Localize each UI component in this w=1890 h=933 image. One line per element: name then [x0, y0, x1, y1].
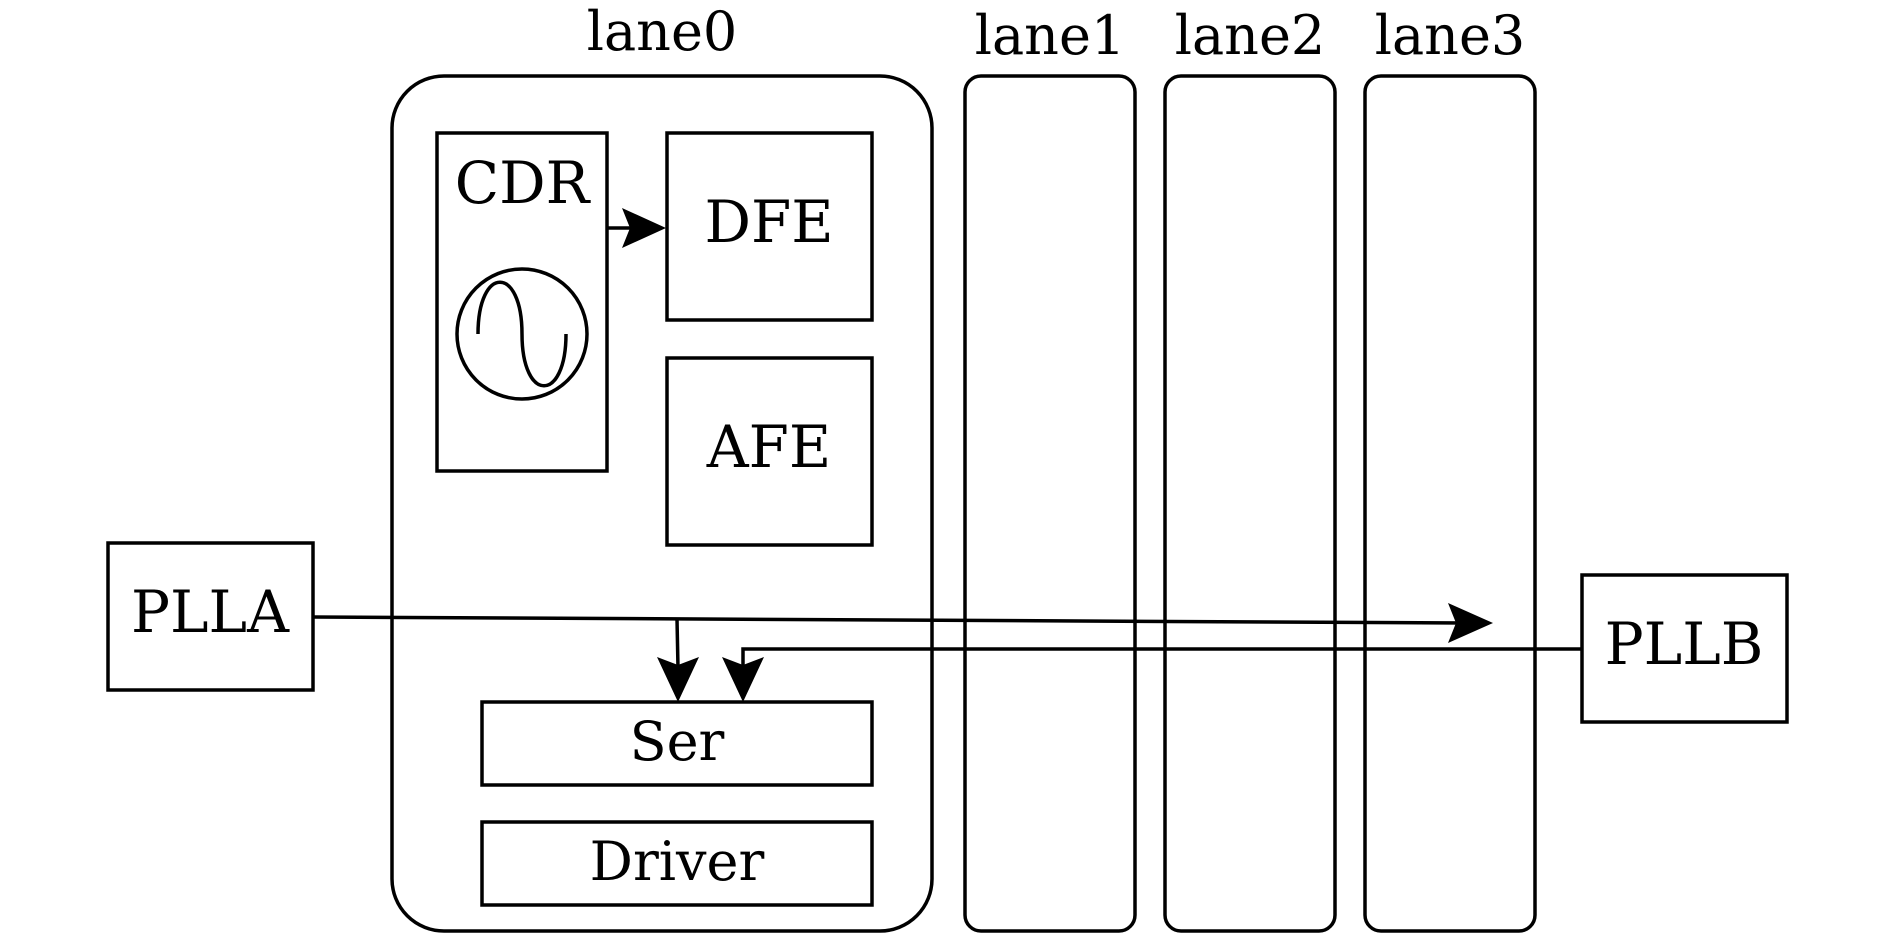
- cdr-to-dfe-arrow: [607, 208, 666, 248]
- lane0-label: lane0: [587, 0, 738, 63]
- lane1-container: [963, 74, 1137, 933]
- lane2-label: lane2: [1175, 4, 1326, 67]
- ser-block: [480, 700, 874, 787]
- afe-label: AFE: [706, 413, 831, 481]
- plla-to-ser-arrow: [657, 618, 699, 702]
- plla-clock-line: [312, 603, 1493, 643]
- cdr-label: CDR: [455, 149, 592, 217]
- lane1-label: lane1: [975, 4, 1126, 67]
- lane3-container: [1363, 74, 1537, 933]
- dfe-label: DFE: [704, 188, 833, 256]
- lane0-container: [390, 74, 934, 933]
- driver-block: [480, 820, 874, 907]
- lane3-label: lane3: [1375, 4, 1526, 67]
- plla-label: PLLA: [131, 578, 290, 646]
- pllb-label: PLLB: [1605, 610, 1764, 678]
- ser-label: Ser: [630, 710, 725, 773]
- cdr-block: [435, 131, 609, 473]
- dfe-block: [665, 131, 874, 322]
- pllb-to-ser-arrow: [722, 647, 1582, 702]
- afe-block: [665, 356, 874, 547]
- plla-block: [106, 541, 315, 692]
- sine-wave-oscillator-icon: [455, 267, 589, 401]
- lane2-container: [1163, 74, 1337, 933]
- driver-label: Driver: [590, 830, 765, 893]
